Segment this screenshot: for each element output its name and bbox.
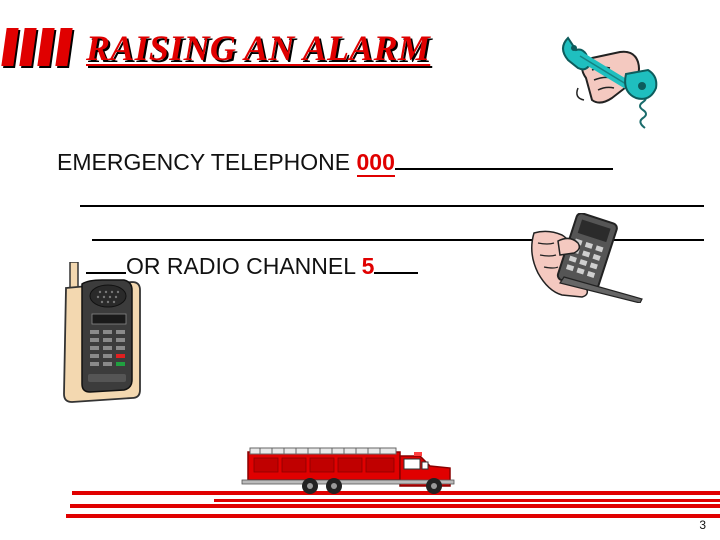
radio-channel-number: 5 [361, 253, 375, 279]
radio-label: OR RADIO CHANNEL [126, 253, 362, 279]
mobile-phone-in-hand-icon [528, 213, 646, 303]
blank-line-2 [92, 239, 704, 241]
telephone-handset-icon [548, 20, 678, 132]
emergency-label: EMERGENCY TELEPHONE [57, 149, 357, 175]
fire-truck-icon [238, 442, 460, 494]
page-number: 3 [699, 518, 706, 532]
road-stripe-3 [70, 504, 720, 508]
walkie-talkie-icon [58, 262, 144, 404]
radio-blank-suffix [374, 252, 419, 274]
title-bars-icon [0, 28, 76, 68]
blank-line-1 [80, 205, 704, 207]
road-stripe-2 [214, 499, 720, 502]
emergency-telephone-line: EMERGENCY TELEPHONE 000 [57, 148, 613, 177]
emergency-blank-line [394, 148, 613, 170]
road-stripe-4 [66, 514, 720, 518]
radio-blank-prefix [86, 252, 126, 274]
road-stripe-1 [72, 491, 720, 495]
slide-title: RAISING AN ALARM [86, 28, 431, 68]
emergency-number: 000 [356, 149, 395, 177]
radio-channel-line: OR RADIO CHANNEL 5 [86, 252, 419, 280]
